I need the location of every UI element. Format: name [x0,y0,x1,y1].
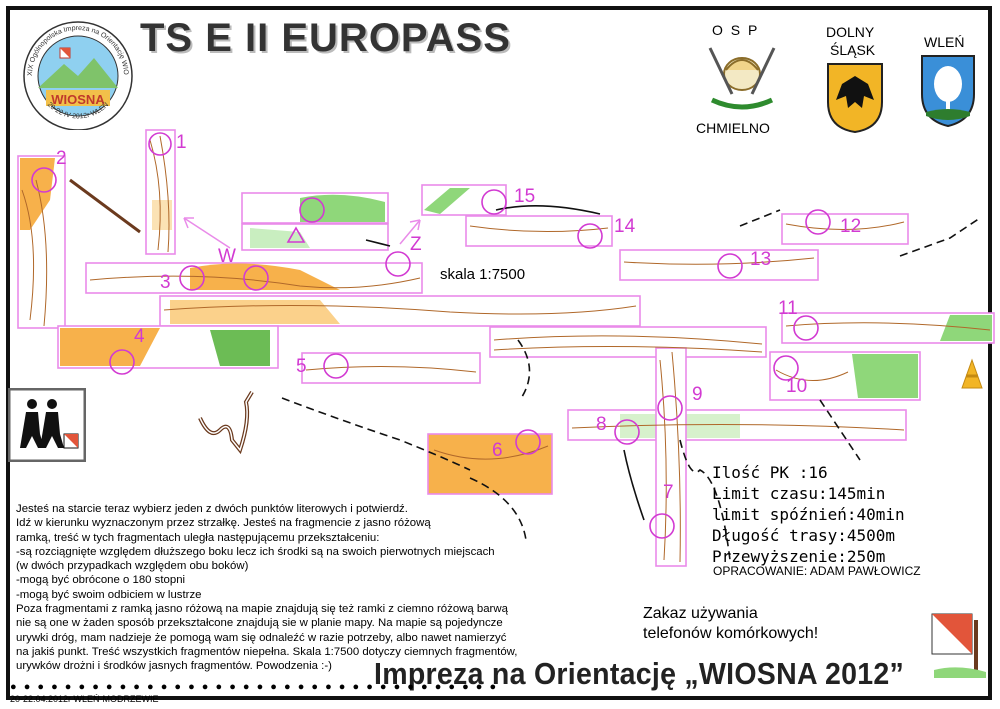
control-5: 5 [296,356,307,377]
footer-dots: ● ● ● ● ● ● ● ● ● ● ● ● ● ● ● ● ● ● ● ● … [10,681,499,693]
osp-title: O S P [712,22,760,38]
instruction-line: Poza fragmentami z ramką jasno różową na… [16,603,508,616]
control-flag-icon [931,613,986,678]
control-6: 6 [492,440,503,461]
phone-notice-line-1: Zakaz używania [643,605,758,622]
control-1: 1 [176,132,187,153]
course-stats: Ilość PK :16 Limit czasu:145min limit sp… [712,462,905,567]
instruction-line: -mogą być swoim odbiciem w lustrze [16,588,202,601]
control-12: 12 [840,216,862,237]
instruction-line: (w dwóch przypadkach względem obu boków) [16,560,249,573]
stat-late-limit: limit spóźnień:40min [712,505,905,524]
author-credit: OPRACOWANIE: ADAM PAWŁOWICZ [713,564,921,578]
footer-date: 20-22.04.2012r WLEŃ-MODRZEWIE [10,694,159,704]
control-7: 7 [663,482,674,503]
control-4: 4 [134,326,145,347]
fragment-13 [619,249,819,281]
instruction-line: -mogą być obrócone o 180 stopni [16,574,186,587]
dolny-slask-coat-of-arms [827,63,883,134]
wlen-label: WLEŃ [924,34,965,50]
page-title: TS E II EUROPASS [140,16,511,60]
stat-length: Długość trasy:4500m [712,526,896,545]
control-9: 9 [692,384,703,405]
scale-label: skala 1:7500 [440,266,526,283]
instruction-line: urywki dróg, mam nadzieje że pomogą wam … [16,631,507,644]
stat-climb: Przewyższenie:250m [712,547,886,566]
instruction-line: urywków drożni i środków jasnych fragmen… [16,660,332,673]
instruction-line: Jesteś na starcie teraz wybierz jeden z … [16,503,408,515]
osp-emblem [708,47,776,110]
phone-notice: Zakaz używania telefonów komórkowych! [643,604,818,644]
instruction-line: nie są one w żaden sposób przekształcone… [16,617,503,630]
event-badge: WIOSNA XIX Ogólnopolska Impreza na Orien… [14,18,133,130]
sheet-border [6,6,992,700]
fragment-center [489,326,767,358]
dolny-label: DOLNY [826,24,875,40]
fragment-6 [427,433,553,495]
instructions: Jesteś na starcie teraz wybierz jeden z … [16,502,576,674]
control-15: 15 [514,186,536,207]
hikers-icon [8,388,86,462]
control-3: 3 [160,272,171,293]
control-8: 8 [596,414,607,435]
event-footer-title: Impreza na Orientację „WIOSNA 2012” [374,656,905,691]
instruction-line: na jakiś punkt. Treść wszystkich fragmen… [16,645,518,658]
letter-point-z: Z [410,234,422,255]
control-14: 14 [614,216,636,237]
stat-time-limit: Limit czasu:145min [712,484,886,503]
instruction-line: Idź w kierunku wyznaczonym przez strzałk… [16,517,431,530]
control-11: 11 [778,298,798,319]
fragment-1 [145,129,176,255]
instruction-line: ramką, treść w tych fragmentach uległa n… [16,531,380,544]
wlen-coat-of-arms [921,55,975,128]
control-2: 2 [56,148,67,169]
instruction-line: -są rozciągnięte względem dłuższego boku… [16,545,495,558]
fragment-12 [781,213,909,245]
control-10: 10 [786,376,808,397]
letter-point-w: W [218,246,236,267]
phone-notice-line-2: telefonów komórkowych! [643,625,819,642]
control-13: 13 [750,249,772,270]
fragment-7 [655,347,687,567]
badge-center-text: WIOSNA [51,92,105,107]
osp-subtitle: CHMIELNO [696,120,770,136]
slask-label: ŚLĄSK [830,42,876,58]
stat-pk: Ilość PK :16 [712,463,828,482]
